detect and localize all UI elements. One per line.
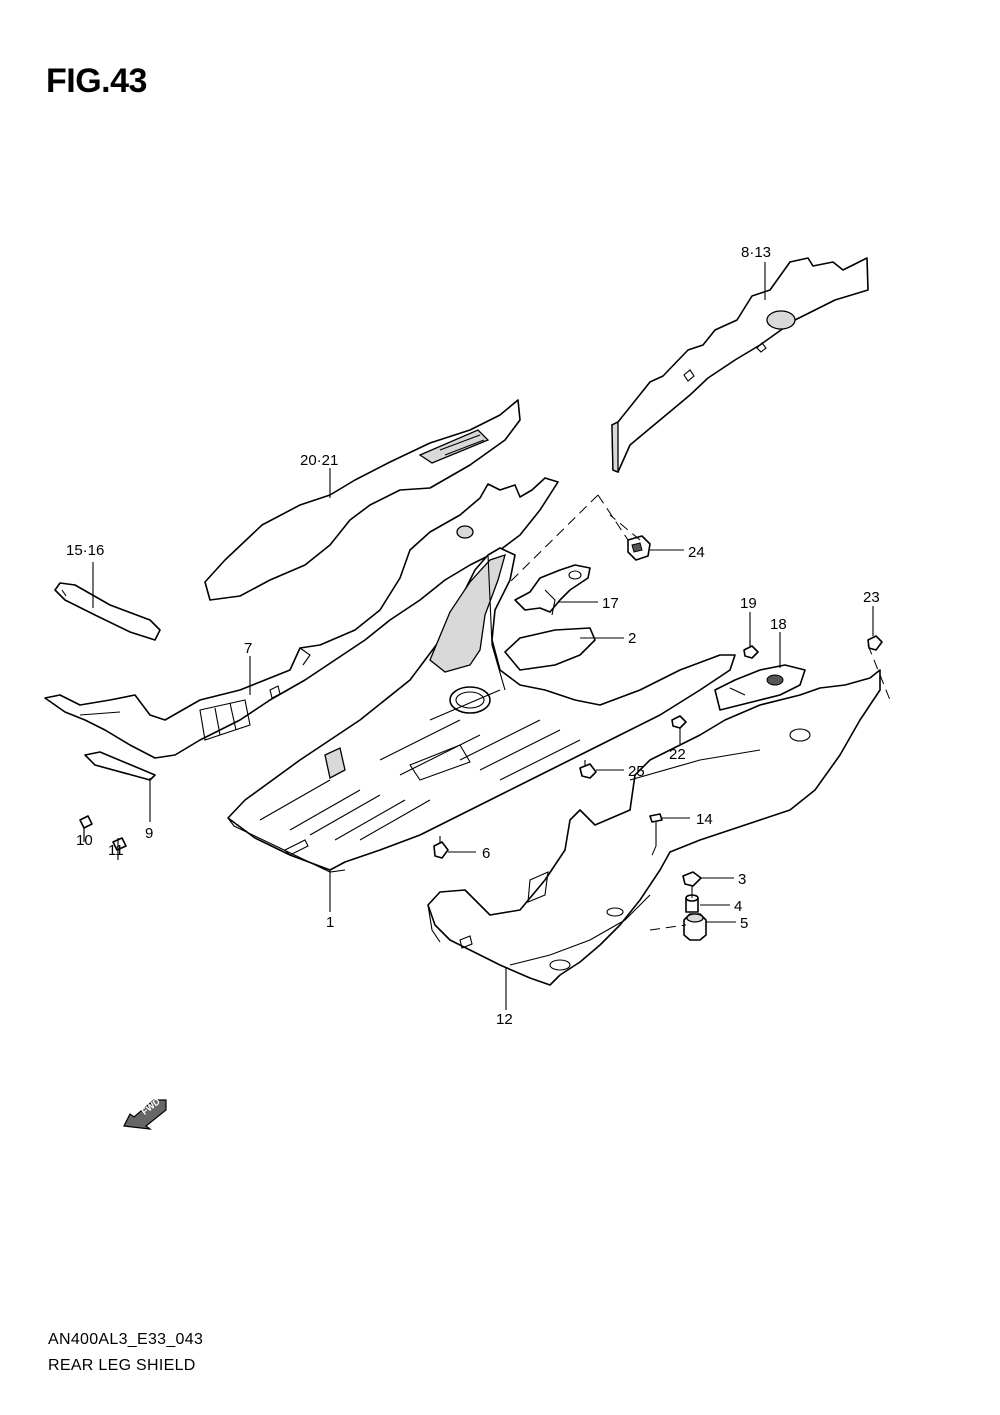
callout-18: 18 — [770, 616, 787, 633]
fastener-6 — [433, 836, 449, 859]
callout-15-16: 15·16 — [66, 542, 104, 559]
floor-ribs — [259, 689, 581, 841]
part-5-grommet — [683, 913, 707, 941]
callout-2: 2 — [628, 630, 636, 647]
fastener-19 — [743, 640, 759, 659]
callout-23: 23 — [863, 589, 880, 606]
callout-3: 3 — [738, 871, 746, 888]
fastener-25 — [579, 760, 597, 779]
part-15-16-trim — [54, 582, 161, 641]
fastener-22 — [671, 715, 687, 729]
callout-9: 9 — [145, 825, 153, 842]
figure-name: REAR LEG SHIELD — [48, 1357, 196, 1374]
part-12-right-side-cover — [427, 669, 881, 986]
callout-7: 7 — [244, 640, 252, 657]
fastener-24 — [627, 535, 651, 561]
callout-12: 12 — [496, 1011, 513, 1028]
figure-code: AN400AL3_E33_043 — [48, 1331, 204, 1348]
callout-20-21: 20·21 — [300, 452, 338, 469]
callout-5: 5 — [740, 915, 748, 932]
figure-title: FIG.43 — [46, 62, 147, 100]
callout-6: 6 — [482, 845, 490, 862]
callout-11: 11 — [108, 842, 124, 859]
assembly-lines — [509, 494, 891, 931]
part-8-13-right-shield — [611, 257, 869, 473]
callout-25: 25 — [628, 763, 645, 780]
part-9-strip — [84, 751, 156, 781]
leader-lines — [83, 262, 874, 1010]
callout-10: 10 — [76, 832, 93, 849]
part-17-bracket — [514, 564, 591, 616]
callout-4: 4 — [734, 898, 742, 915]
part-20-21-floor-mat — [204, 399, 521, 601]
part-18-bracket — [714, 664, 806, 711]
callout-17: 17 — [602, 595, 619, 612]
callout-24: 24 — [688, 544, 705, 561]
callout-8-13: 8·13 — [741, 244, 771, 261]
part-3-bolt — [682, 871, 702, 892]
callout-1: 1 — [326, 914, 334, 931]
part-7-left-side-cover — [44, 477, 559, 759]
callout-19: 19 — [740, 595, 757, 612]
callout-22: 22 — [669, 746, 686, 763]
fastener-23 — [867, 635, 883, 651]
part-1-floor-panel — [227, 547, 736, 873]
callouts: 8·13 20·21 15·16 7 24 17 2 19 18 23 22 2… — [66, 244, 880, 1028]
callout-14: 14 — [696, 811, 713, 828]
fastener-14 — [649, 813, 663, 846]
part-2-pad — [504, 627, 596, 671]
fwd-arrow-icon: FWD — [123, 1096, 167, 1130]
